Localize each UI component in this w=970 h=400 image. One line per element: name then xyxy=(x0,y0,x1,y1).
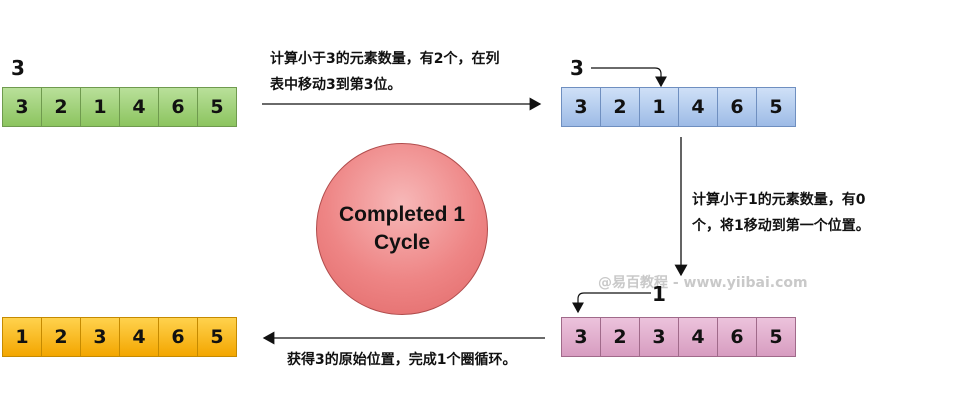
array-cell: 1 xyxy=(639,87,679,127)
array-cell: 3 xyxy=(2,87,42,127)
step2-current-item: 1 xyxy=(652,282,666,306)
array-cell: 3 xyxy=(639,317,679,357)
start-array: 3 2 1 4 6 5 xyxy=(2,87,237,127)
array-cell: 2 xyxy=(41,87,81,127)
array-cell: 4 xyxy=(678,87,718,127)
array-cell: 1 xyxy=(80,87,120,127)
array-cell: 5 xyxy=(756,87,796,127)
note-step1-line2: 表中移动3到第3位。 xyxy=(270,77,402,93)
array-cell: 3 xyxy=(80,317,120,357)
note-step3: 获得3的原始位置，完成1个圈循环。 xyxy=(287,352,517,368)
start-current-item: 3 xyxy=(11,56,25,80)
array-cell: 5 xyxy=(756,317,796,357)
note-step2: 计算小于1的元素数量，有0 个，将1移动到第一个位置。 xyxy=(692,187,870,239)
array-cell: 5 xyxy=(197,317,237,357)
array-cell: 2 xyxy=(41,317,81,357)
watermark: @易百教程 - www.yiibai.com xyxy=(598,275,808,291)
arrow-item-3-into-slot xyxy=(591,67,667,88)
step1-array: 3 2 1 4 6 5 xyxy=(561,87,796,127)
array-cell: 4 xyxy=(119,87,159,127)
circle-line1: Completed 1 xyxy=(338,203,466,226)
array-cell: 2 xyxy=(600,87,640,127)
step2-array: 3 2 3 4 6 5 xyxy=(561,317,796,357)
array-cell: 6 xyxy=(158,317,198,357)
arrow-item-1-into-slot xyxy=(572,292,651,314)
array-cell: 5 xyxy=(197,87,237,127)
step1-current-item: 3 xyxy=(570,56,584,80)
final-array: 1 2 3 4 6 5 xyxy=(2,317,237,357)
array-cell: 1 xyxy=(2,317,42,357)
cycle-complete-circle: Completed 1 Cycle xyxy=(316,143,488,315)
note-step2-line2: 个，将1移动到第一个位置。 xyxy=(692,218,870,234)
array-cell: 4 xyxy=(119,317,159,357)
array-cell: 6 xyxy=(717,87,757,127)
array-cell: 3 xyxy=(561,87,601,127)
note-step1: 计算小于3的元素数量，有2个，在列 表中移动3到第3位。 xyxy=(270,46,499,98)
note-step1-line1: 计算小于3的元素数量，有2个，在列 xyxy=(270,51,500,67)
note-step2-line1: 计算小于1的元素数量，有0 xyxy=(692,192,866,208)
array-cell: 6 xyxy=(158,87,198,127)
array-cell: 2 xyxy=(600,317,640,357)
array-cell: 3 xyxy=(561,317,601,357)
array-cell: 6 xyxy=(717,317,757,357)
array-cell: 4 xyxy=(678,317,718,357)
circle-line2: Cycle xyxy=(373,231,431,254)
